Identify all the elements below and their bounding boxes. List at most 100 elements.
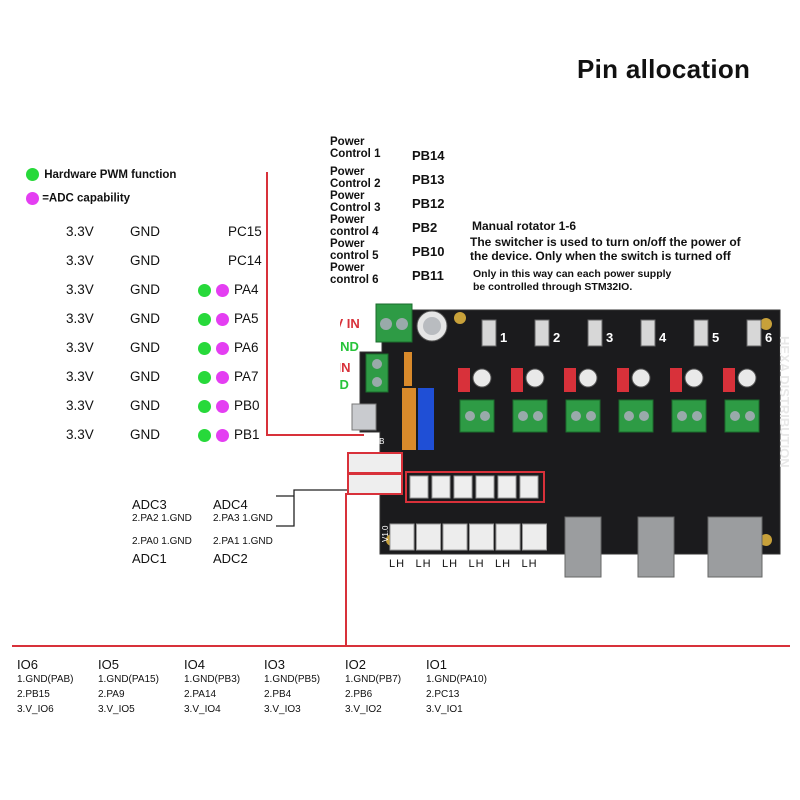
pin-gnd: GND bbox=[130, 427, 160, 442]
screw-icon bbox=[396, 318, 408, 330]
screw-icon bbox=[730, 411, 740, 421]
pin-name: PB1 bbox=[234, 427, 260, 442]
pwm-dot-icon bbox=[198, 429, 211, 442]
fuse bbox=[458, 368, 470, 392]
pin-gnd: GND bbox=[130, 282, 160, 297]
lh-label: LH bbox=[521, 558, 538, 570]
toggle-switch bbox=[534, 319, 550, 347]
pin-voltage: 3.3V bbox=[66, 311, 94, 326]
can-connector bbox=[495, 523, 521, 551]
channel-capacitor bbox=[578, 368, 598, 388]
channel-number: 5 bbox=[712, 330, 719, 345]
screw-icon bbox=[518, 411, 528, 421]
io-connector bbox=[409, 475, 429, 499]
note-stm-2: be controlled through STM32IO. bbox=[473, 281, 633, 293]
io-name: IO4 bbox=[184, 657, 205, 672]
io-connector bbox=[475, 475, 495, 499]
pin-name: PC15 bbox=[228, 224, 262, 239]
screw-icon bbox=[372, 359, 382, 369]
power-control-pin: PB12 bbox=[412, 196, 445, 211]
page-title: Pin allocation bbox=[577, 54, 751, 84]
channel-capacitor bbox=[684, 368, 704, 388]
io-connector bbox=[431, 475, 451, 499]
adc-dot-icon bbox=[216, 342, 229, 355]
screw-icon bbox=[380, 318, 392, 330]
io-connector-box bbox=[405, 471, 545, 503]
pin-gnd: GND bbox=[130, 224, 160, 239]
io-connector bbox=[497, 475, 517, 499]
io-pin-2: 2.PB6 bbox=[345, 689, 373, 700]
adc4-pins: 2.PA3 1.GND bbox=[213, 513, 273, 524]
channel-capacitor bbox=[525, 368, 545, 388]
power-control-line2: Control 3 bbox=[330, 202, 381, 214]
note-manual-rotator: Manual rotator 1-6 bbox=[472, 219, 577, 233]
lh-label: LH bbox=[415, 558, 432, 570]
power-control-line2: control 4 bbox=[330, 226, 379, 238]
can-connector bbox=[469, 523, 494, 551]
channel-number: 4 bbox=[659, 330, 667, 345]
screw-icon bbox=[480, 411, 490, 421]
power-control-line2: control 5 bbox=[330, 250, 379, 262]
power-control-line1: Power bbox=[330, 190, 365, 202]
pin-voltage: 3.3V bbox=[66, 253, 94, 268]
toggle-switch bbox=[746, 319, 762, 347]
adc3-pins: 2.PA2 1.GND bbox=[132, 513, 192, 524]
legend-adc: =ADC capability bbox=[26, 192, 130, 205]
power-control-pin: PB11 bbox=[412, 268, 444, 283]
adc-dot-icon bbox=[216, 313, 229, 326]
screw-icon bbox=[639, 411, 649, 421]
leader-line-io-bottom bbox=[12, 645, 790, 647]
adc2-pins: 2.PA1 1.GND bbox=[213, 536, 273, 547]
io-pin-1: 1.GND(PA10) bbox=[426, 674, 487, 685]
screw-icon bbox=[533, 411, 543, 421]
adc-dot-icon bbox=[216, 284, 229, 297]
note-switcher-2: the device. Only when the switch is turn… bbox=[470, 249, 731, 263]
fuse bbox=[564, 368, 576, 392]
io-pin-1: 1.GND(PAB) bbox=[17, 674, 74, 685]
io-connectors bbox=[409, 475, 539, 499]
power-control-pin: PB10 bbox=[412, 244, 445, 259]
io-pin-2: 2.PC13 bbox=[426, 689, 460, 700]
screw-icon bbox=[586, 411, 596, 421]
can-connector bbox=[389, 523, 415, 551]
mount-hole bbox=[760, 318, 772, 330]
pwm-dot-icon bbox=[26, 168, 39, 181]
channel-number: 6 bbox=[765, 330, 772, 345]
can-connector bbox=[522, 523, 547, 551]
adc-bracket bbox=[276, 489, 352, 527]
io-connector bbox=[453, 475, 473, 499]
channel-capacitor bbox=[631, 368, 651, 388]
power-control-pin: PB14 bbox=[412, 148, 445, 163]
screw-icon bbox=[465, 411, 475, 421]
pin-gnd: GND bbox=[130, 340, 160, 355]
io-connector bbox=[519, 475, 539, 499]
power-control-line2: control 6 bbox=[330, 274, 379, 286]
rj45-port bbox=[564, 516, 602, 578]
screw-icon bbox=[624, 411, 634, 421]
label-5v-in: 5V IN bbox=[340, 360, 351, 375]
io-pin-3: 3.V_IO5 bbox=[98, 704, 135, 715]
adc1-label: ADC1 bbox=[132, 551, 167, 566]
label-gnd-1: GND bbox=[340, 339, 359, 354]
io-pin-2: 2.PA14 bbox=[184, 689, 217, 700]
pin-name: PA6 bbox=[234, 340, 259, 355]
adc-connector-top bbox=[347, 452, 403, 474]
legend-pwm: Hardware PWM function bbox=[26, 168, 176, 181]
power-control-line1: Power bbox=[330, 262, 365, 274]
pin-voltage: 3.3V bbox=[66, 427, 94, 442]
capacitor-top bbox=[423, 317, 441, 335]
screw-icon bbox=[571, 411, 581, 421]
channel-capacitor bbox=[472, 368, 492, 388]
power-control-line1: Power bbox=[330, 136, 365, 148]
pin-header-small bbox=[404, 352, 412, 386]
pwm-dot-icon bbox=[198, 313, 211, 326]
pin-voltage: 3.3V bbox=[66, 398, 94, 413]
usb-port bbox=[351, 403, 377, 431]
power-control-line2: Control 2 bbox=[330, 178, 381, 190]
toggle-switch bbox=[693, 319, 709, 347]
io-pin-3: 3.V_IO1 bbox=[426, 704, 463, 715]
pin-name: PC14 bbox=[228, 253, 262, 268]
toggle-switch bbox=[481, 319, 497, 347]
